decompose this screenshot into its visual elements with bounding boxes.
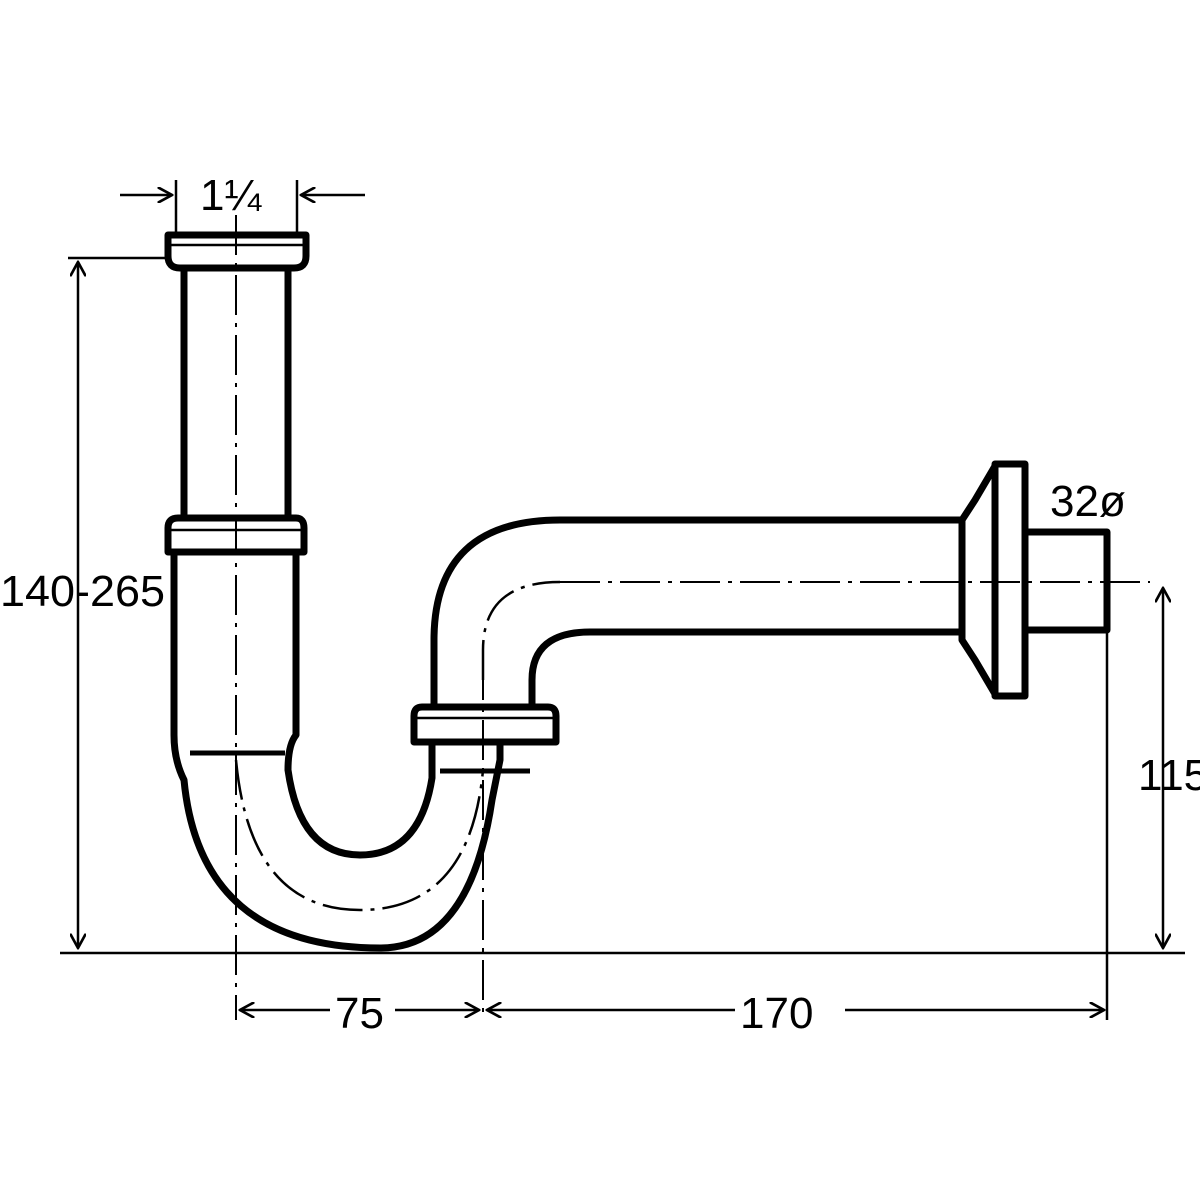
label-inlet-size: 1¼ bbox=[200, 171, 262, 220]
outlet-pipe bbox=[430, 516, 962, 707]
label-outlet-diameter: 32ø bbox=[1050, 477, 1126, 526]
dimension-lines bbox=[60, 180, 1185, 1020]
label-outlet-length: 170 bbox=[740, 989, 813, 1038]
riser-collar bbox=[410, 703, 560, 746]
label-height-range: 140-265 bbox=[0, 567, 165, 616]
label-trap-offset: 75 bbox=[335, 989, 384, 1038]
label-outlet-height: 115 bbox=[1138, 751, 1200, 800]
u-bend bbox=[170, 552, 530, 952]
upper-tube bbox=[180, 268, 292, 518]
